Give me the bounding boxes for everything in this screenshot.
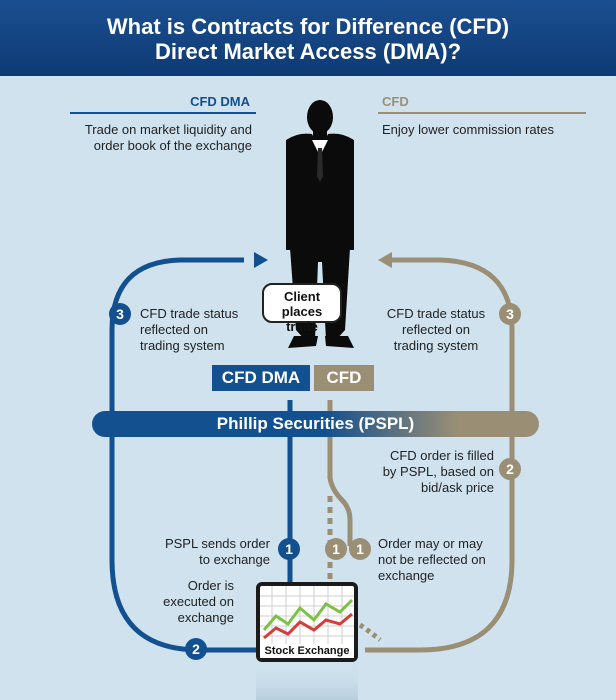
cfd-description: Enjoy lower commission rates	[382, 122, 554, 137]
title-line-1: What is Contracts for Difference (CFD)	[106, 14, 510, 39]
dma-description: Trade on market liquidity and order book…	[40, 122, 252, 154]
title-line-2: Direct Market Access (DMA)?	[154, 39, 462, 64]
floor-shadow	[256, 660, 358, 700]
client-line-2: trade	[286, 319, 318, 334]
dma-desc-line-1: Trade on market liquidity and	[84, 122, 252, 137]
dma-heading: CFD DMA	[190, 94, 250, 109]
cfd-step-3-text: CFD trade status reflected on trading sy…	[380, 306, 492, 354]
cfd-heading-rule	[378, 112, 586, 114]
dma-heading-rule	[70, 112, 256, 114]
cfd-step-1-line-2: not be reflected on	[378, 552, 486, 567]
stock-chart-icon	[260, 586, 354, 644]
cfd-loop-path	[365, 257, 515, 653]
dma-step-2-badge: 2	[185, 638, 207, 660]
stock-exchange-label: Stock Exchange	[260, 644, 354, 658]
tie	[317, 148, 323, 182]
pspl-bar: Phillip Securities (PSPL)	[92, 411, 539, 437]
client-line-1: Client places	[281, 289, 323, 319]
dma-step-2-line-2: executed on	[163, 594, 234, 609]
cfd-step-1-line-3: exchange	[378, 568, 435, 583]
cfd-down-line	[327, 400, 353, 546]
dma-step-1-line-2: to exchange	[199, 552, 270, 567]
cfd-arrowhead	[378, 252, 392, 268]
dma-step-3-text: CFD trade status reflected on trading sy…	[140, 306, 260, 354]
cfd-step-3-badge: 3	[499, 303, 521, 325]
stock-exchange-tile: Stock Exchange	[256, 582, 358, 662]
cfd-step-2-text: CFD order is filled by PSPL, based on bi…	[364, 448, 494, 496]
dma-step-3-badge: 3	[109, 303, 131, 325]
dma-step-1-line-1: PSPL sends order	[164, 536, 270, 551]
cfd-dashed-curve	[358, 622, 382, 642]
cfd-step-1-badge-b: 1	[349, 538, 371, 560]
cfd-step-1-line-1: Order may or may	[378, 536, 483, 551]
client-places-trade-box: Client places trade	[262, 283, 342, 334]
dma-step-2-line-3: exchange	[177, 610, 234, 625]
cfd-heading: CFD	[382, 94, 409, 109]
dma-arrowhead	[254, 252, 268, 268]
header-banner	[0, 0, 616, 76]
dma-step-3-line-3: trading system	[140, 338, 225, 353]
dma-loop-path	[109, 257, 256, 653]
dma-step-2-text: Order is executed on exchange	[130, 578, 234, 626]
cfd-pill: CFD	[314, 365, 374, 391]
cfd-step-3-line-3: trading system	[393, 338, 479, 353]
dma-step-3-line-1: CFD trade status	[140, 306, 239, 321]
cfd-step-2-line-2: by PSPL, based on	[382, 464, 494, 479]
cfd-step-2-badge: 2	[499, 458, 521, 480]
cfd-step-1-text: Order may or may not be reflected on exc…	[378, 536, 508, 584]
dma-step-3-line-2: reflected on	[140, 322, 208, 337]
cfd-step-2-line-3: bid/ask price	[421, 480, 494, 495]
dma-step-1-text: PSPL sends order to exchange	[130, 536, 270, 568]
cfd-step-1-badge-a: 1	[325, 538, 347, 560]
dma-desc-line-2: order book of the exchange	[93, 138, 252, 153]
page-title: What is Contracts for Difference (CFD) D…	[0, 14, 616, 64]
cfd-step-3-line-2: reflected on	[402, 322, 470, 337]
dma-step-1-badge: 1	[278, 538, 300, 560]
cfd-step-3-line-1: CFD trade status	[386, 306, 486, 321]
cfd-step-2-line-1: CFD order is filled	[389, 448, 494, 463]
cfd-dma-pill: CFD DMA	[212, 365, 310, 391]
dma-step-2-line-1: Order is	[187, 578, 234, 593]
